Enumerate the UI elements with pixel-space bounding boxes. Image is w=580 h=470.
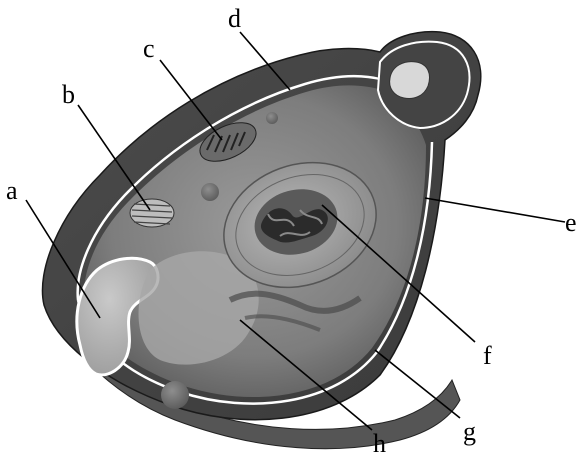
vesicle <box>201 183 219 201</box>
label-f: f <box>483 343 492 369</box>
vesicle <box>266 112 278 124</box>
vesicle <box>161 381 189 409</box>
golgi-body <box>130 199 174 227</box>
label-e: e <box>565 210 577 236</box>
label-c: c <box>143 36 155 62</box>
label-h: h <box>373 431 386 457</box>
label-g: g <box>463 419 476 445</box>
bud-inner-vesicle <box>390 62 430 99</box>
label-d: d <box>228 6 241 32</box>
label-b: b <box>62 82 75 108</box>
label-a: a <box>6 178 18 204</box>
